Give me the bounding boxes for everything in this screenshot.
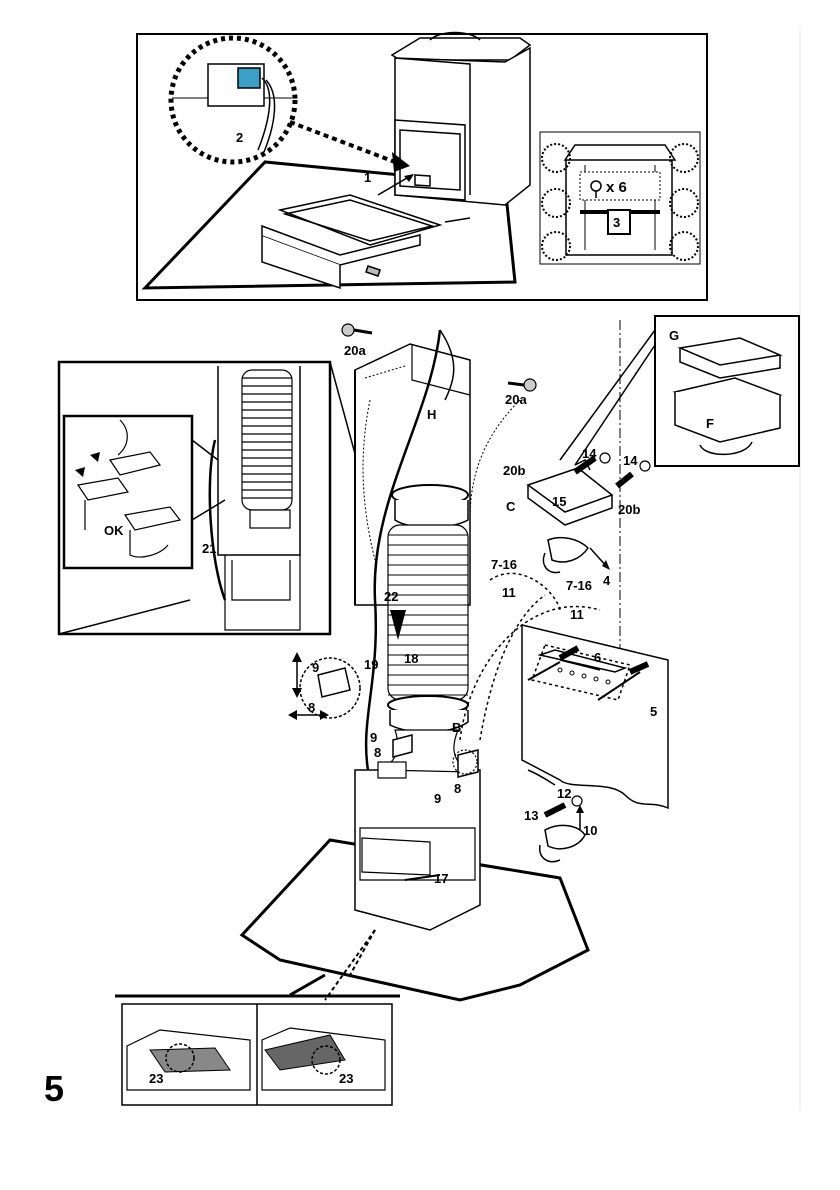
callout-G: G (669, 328, 679, 343)
drill-hand-lower (540, 825, 585, 861)
drill-hand-upper (543, 538, 588, 573)
count-label: x 6 (606, 179, 627, 196)
callout-6: 6 (594, 650, 601, 665)
callout-14-right: 14 (623, 453, 638, 468)
callout-22: 22 (384, 589, 398, 604)
callout-9-bracket: 9 (370, 730, 377, 745)
callout-14-left: 14 (582, 446, 597, 461)
callout-18: 18 (404, 651, 418, 666)
callout-3: 3 (613, 215, 620, 230)
callout-21: 21 (202, 541, 216, 556)
callout-12: 12 (557, 786, 571, 801)
duct-detail-panel (59, 362, 388, 634)
filter-detail-panel (560, 316, 799, 466)
callout-H: H (427, 407, 436, 422)
callout-5: 5 (650, 704, 657, 719)
ok-label: OK (104, 523, 124, 538)
callout-9-lower: 9 (434, 791, 441, 806)
callout-11-right: 11 (570, 607, 584, 622)
callout-8-lower: 8 (454, 781, 461, 796)
callout-C: C (506, 499, 516, 514)
callout-8-clip: 8 (308, 700, 315, 715)
bottom-insets (122, 1004, 392, 1105)
callout-20b-left: 20b (503, 463, 525, 478)
callout-11-left: 11 (502, 585, 516, 600)
page-number: 5 (44, 1068, 64, 1109)
screw-20a-right (508, 379, 536, 391)
clip-detail (288, 652, 360, 720)
connector-magnifier (171, 38, 295, 162)
callout-7-16-left: 7-16 (491, 557, 517, 572)
callout-20b-right: 20b (618, 502, 640, 517)
callout-1: 1 (364, 170, 371, 185)
screw-20a-top (342, 324, 372, 336)
callout-F: F (706, 416, 714, 431)
callout-17: 17 (434, 871, 448, 886)
callout-4: 4 (603, 573, 611, 588)
callout-13: 13 (524, 808, 538, 823)
callout-20a-top: 20a (344, 343, 366, 358)
callout-10: 10 (583, 823, 597, 838)
callout-15: 15 (552, 494, 566, 509)
callout-19: 19 (364, 657, 378, 672)
callout-B: B (452, 720, 461, 735)
callout-7-16-right: 7-16 (566, 578, 592, 593)
callout-8-bracket: 8 (374, 745, 381, 760)
callout-9-clip: 9 (312, 660, 319, 675)
bracket-c (528, 460, 612, 525)
callout-20a-right: 20a (505, 392, 527, 407)
top-panel (137, 33, 707, 301)
screw-detail (540, 132, 700, 264)
callout-2: 2 (236, 130, 243, 145)
callout-23-left: 23 (149, 1071, 163, 1086)
motor-housing (392, 33, 530, 206)
callout-23-right: 23 (339, 1071, 353, 1086)
